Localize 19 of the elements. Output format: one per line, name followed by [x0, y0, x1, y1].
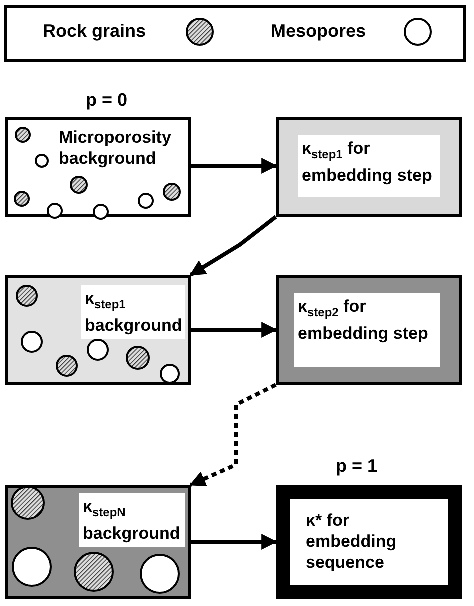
process-box [5, 275, 191, 385]
arrow [190, 383, 277, 487]
process-box [276, 117, 462, 217]
arrow [191, 322, 278, 338]
process-box [276, 275, 462, 385]
step-label: p = 0 [86, 90, 128, 111]
process-box [5, 485, 191, 599]
node-label: κ$_{stepN}$ background [79, 493, 185, 548]
legend-label: Rock grains [43, 21, 146, 42]
node-label: κ$_{step2}$ for embedding step [294, 293, 440, 367]
process-box [276, 485, 462, 599]
legend-label: Mesopores [271, 21, 366, 42]
arrow [191, 534, 278, 550]
node-label: κ$_{step1}$ background [81, 285, 185, 340]
node-label: κ$_{step1}$ for embedding step [298, 135, 440, 197]
arrow [191, 158, 278, 174]
step-label: p = 1 [336, 456, 378, 477]
arrow [190, 215, 278, 277]
process-box [5, 117, 191, 217]
